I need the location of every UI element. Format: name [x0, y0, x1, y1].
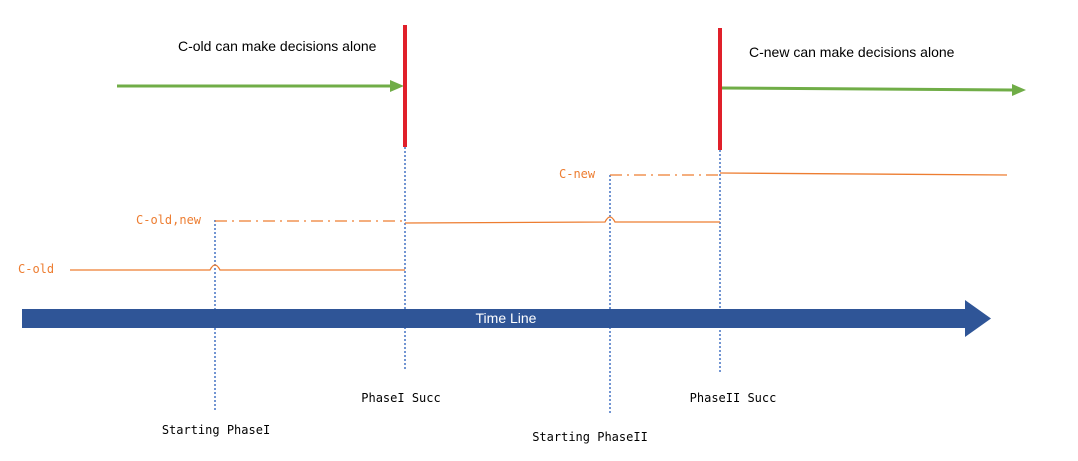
timeline-arrow	[22, 300, 991, 337]
c-old-alone-label: C-old can make decisions alone	[178, 38, 377, 54]
c-old-new-line	[404, 216, 720, 224]
c-old-alone-arrow	[117, 80, 404, 92]
c-old-new-label: C-old,new	[136, 213, 202, 227]
c-new-line	[719, 172, 1008, 176]
c-new-alone-arrow	[721, 84, 1026, 96]
c-new-alone-label: C-new can make decisions alone	[749, 44, 955, 60]
phase2-succ-label: PhaseII Succ	[690, 391, 777, 405]
timeline-label: Time Line	[476, 310, 537, 326]
phase1-succ-label: PhaseI Succ	[361, 391, 440, 405]
starting-phase2-label: Starting PhaseII	[532, 430, 648, 444]
c-old-label: C-old	[18, 262, 54, 276]
c-old-line	[70, 264, 405, 271]
c-new-label: C-new	[559, 167, 596, 181]
starting-phase1-label: Starting PhaseI	[162, 423, 270, 437]
event-lines	[214, 147, 721, 415]
